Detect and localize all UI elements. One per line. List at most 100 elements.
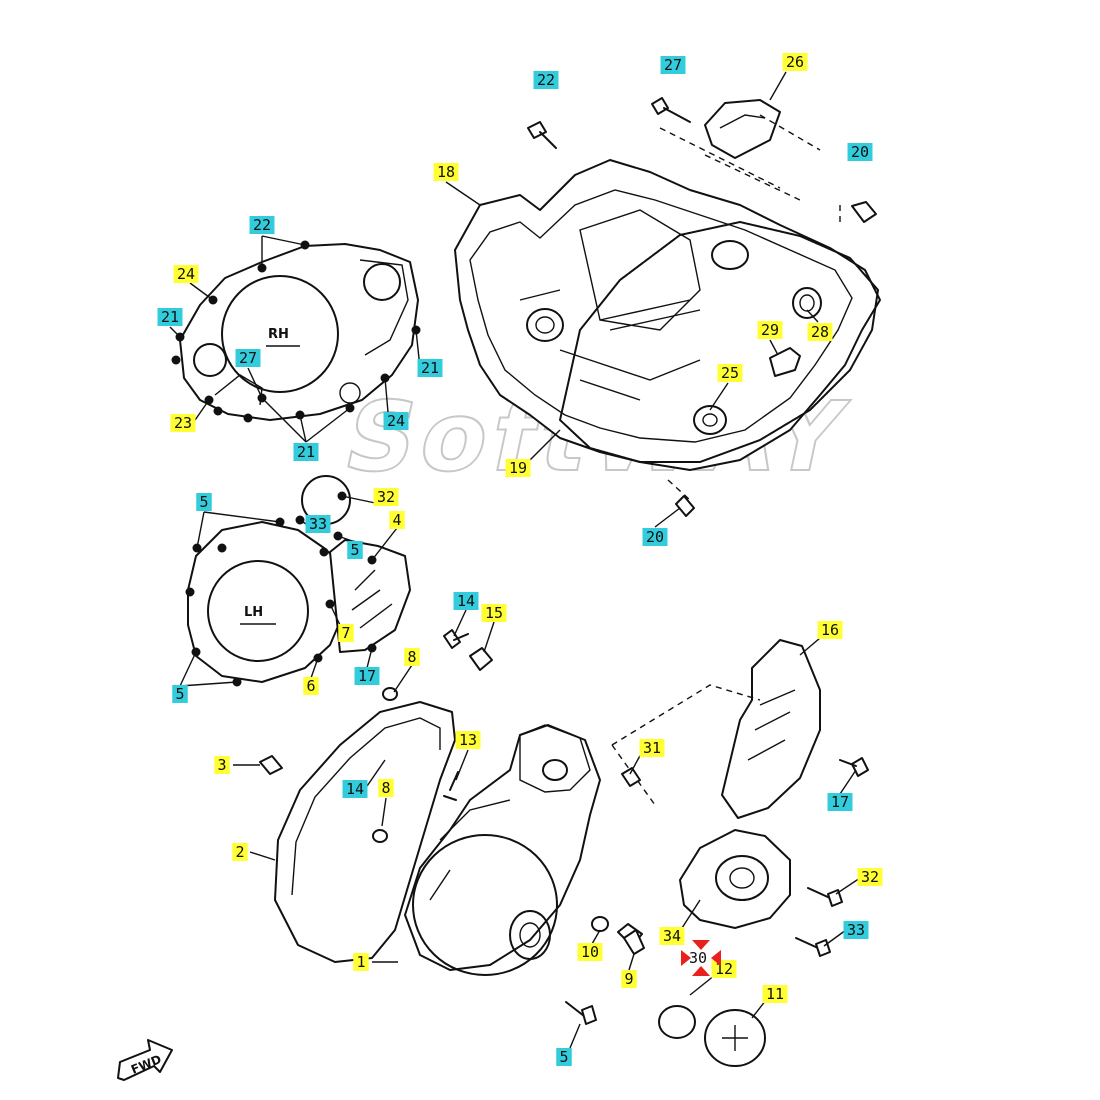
callout-29: 29	[757, 321, 783, 339]
part-31-plug	[621, 767, 641, 787]
callout-2: 2	[232, 843, 248, 861]
callout-bg	[556, 1048, 572, 1066]
callout-32: 32	[857, 868, 883, 886]
callout-bg	[172, 685, 188, 703]
callout-bg	[762, 985, 788, 1003]
marker-30: 30	[681, 940, 721, 976]
callout-bg	[342, 780, 368, 798]
callout-9: 9	[621, 970, 637, 988]
leader-line	[569, 1023, 581, 1049]
callout-text: 7	[341, 624, 350, 642]
callout-bg	[214, 756, 230, 774]
callout-bg	[433, 163, 459, 181]
callout-text: 29	[761, 321, 779, 339]
callout-bg	[383, 412, 409, 430]
callout-11: 11	[762, 985, 788, 1003]
callout-17: 17	[354, 667, 380, 685]
part-15-bolt	[469, 647, 493, 671]
leader-line	[261, 397, 307, 443]
part-5-bolt	[565, 1001, 585, 1017]
leader-line	[305, 407, 351, 443]
callout-text: 20	[646, 528, 664, 546]
callout-text: 8	[381, 779, 390, 797]
callout-text: 5	[175, 685, 184, 703]
callout-text: 13	[459, 731, 477, 749]
leader-line	[823, 929, 847, 947]
part-33-bolt	[795, 937, 819, 949]
callout-text: 24	[387, 412, 405, 430]
leader-line	[366, 647, 373, 669]
callout-14: 14	[342, 780, 368, 798]
callout-bg	[173, 265, 199, 283]
callout-text: 22	[253, 216, 271, 234]
fwd-arrow: FWD	[117, 1039, 173, 1081]
part-12-o-ring	[658, 1005, 696, 1039]
callout-text: 26	[786, 53, 804, 71]
callout-17: 17	[827, 793, 853, 811]
callout-text: 17	[831, 793, 849, 811]
callout-20: 20	[642, 528, 668, 546]
crankcase-gasket	[559, 221, 879, 463]
callout-text: 5	[350, 541, 359, 559]
callout-bg	[817, 621, 843, 639]
leader-line	[709, 382, 729, 411]
leader-line	[371, 527, 398, 561]
leader-line	[192, 399, 210, 424]
leader-line	[445, 181, 481, 206]
part-14-bolt	[443, 629, 461, 649]
callout-text: 23	[174, 414, 192, 432]
leader-line	[310, 657, 319, 679]
part-26-cover	[704, 99, 781, 159]
leader-line	[806, 309, 819, 323]
callout-bg	[378, 779, 394, 797]
callout-bg	[642, 528, 668, 546]
callout-28: 28	[807, 323, 833, 341]
leader-line	[364, 759, 386, 790]
callout-bg	[235, 349, 261, 367]
lh-side-label: LH	[240, 605, 276, 625]
part-9-plug	[617, 923, 645, 955]
callout-text: 21	[161, 308, 179, 326]
lh-cover	[187, 521, 351, 683]
part-8-washer-top	[382, 687, 398, 701]
marker-arrow-left	[681, 950, 691, 966]
callout-text: 22	[537, 71, 555, 89]
callout-12: 12	[711, 960, 737, 978]
callout-25: 25	[717, 364, 743, 382]
rh-side-label: RH	[266, 327, 300, 347]
leader-line	[329, 603, 341, 626]
part-28-seal	[792, 287, 822, 319]
callout-text: 6	[306, 677, 315, 695]
fastener-dot	[217, 543, 227, 553]
callout-bg	[354, 667, 380, 685]
crankcase-half	[454, 159, 881, 471]
callout-bg	[481, 604, 507, 622]
callout-bg	[417, 359, 443, 377]
callout-text: 33	[309, 515, 327, 533]
callout-text: 25	[721, 364, 739, 382]
fastener-dot	[213, 406, 223, 416]
callout-bg	[455, 731, 481, 749]
callout-text: 5	[199, 493, 208, 511]
callout-text: 16	[821, 621, 839, 639]
lh-cover-group	[187, 475, 411, 683]
callout-bg	[717, 364, 743, 382]
callout-bg	[827, 793, 853, 811]
callout-bg	[505, 459, 531, 477]
callout-text: 3	[217, 756, 226, 774]
callout-bg	[807, 323, 833, 341]
callout-text: 28	[811, 323, 829, 341]
leader-line	[179, 681, 238, 687]
part-27-bolt	[651, 97, 691, 123]
callout-bg	[843, 921, 869, 939]
callout-16: 16	[817, 621, 843, 639]
callout-text: 31	[643, 739, 661, 757]
part-34-pump-cover	[679, 829, 791, 929]
part-13-bolt	[443, 771, 459, 801]
callout-text: 15	[485, 604, 503, 622]
callout-18: 18	[433, 163, 459, 181]
callout-text: 2	[235, 843, 244, 861]
callout-text: 27	[664, 56, 682, 74]
callout-23: 23	[170, 414, 196, 432]
